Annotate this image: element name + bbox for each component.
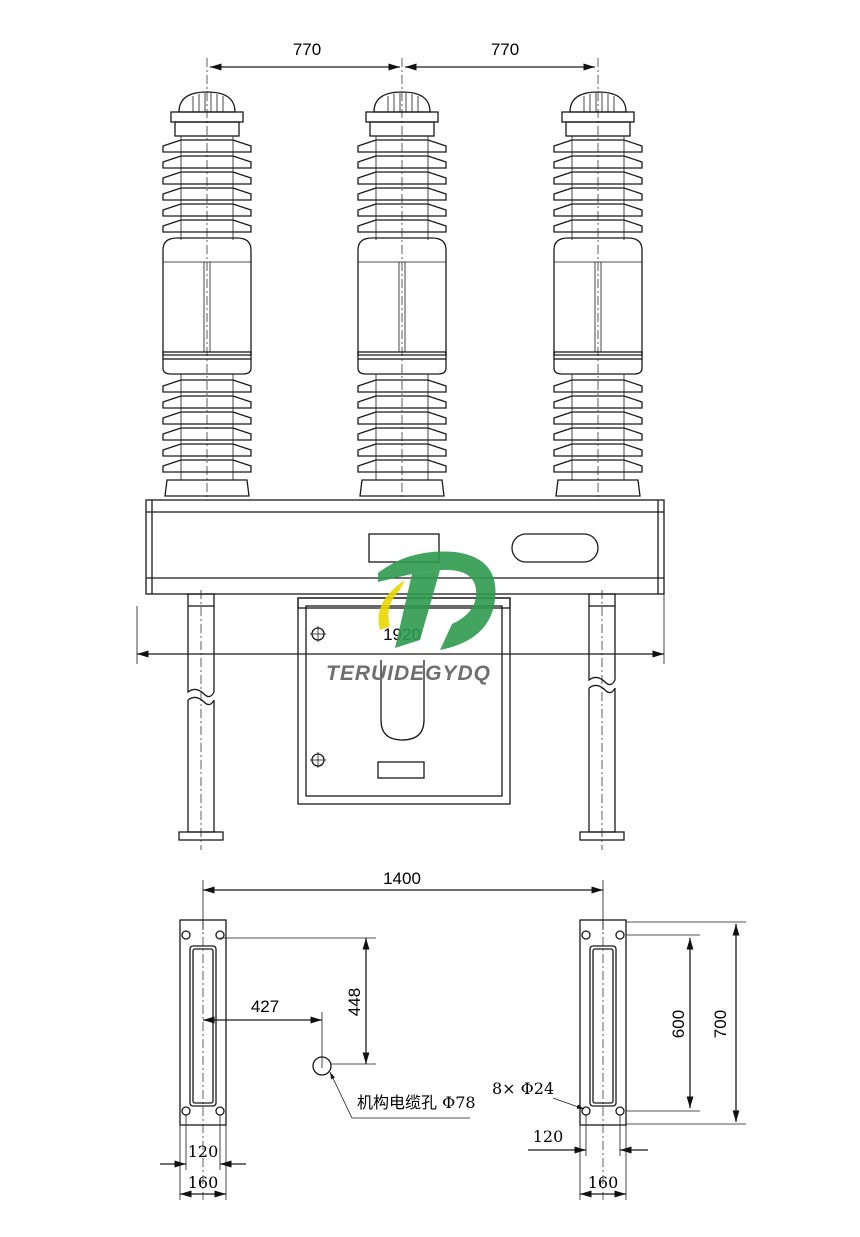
mechanism-box	[297, 597, 511, 805]
watermark-text: TERUIDEGYDQ	[326, 662, 491, 685]
dim-pole-spacing-left: 770	[293, 40, 321, 59]
mounting-hole-text: 8× Φ24	[492, 1079, 554, 1098]
left-foot-width-dimensions: 120 160	[160, 1115, 246, 1200]
dim-pole-spacing-right: 770	[491, 40, 519, 59]
cable-hole-x-dimension: 427	[203, 997, 323, 1068]
mounting-hole-note: 8× Φ24	[492, 1079, 585, 1110]
pole-left	[162, 57, 252, 501]
pole-right	[553, 57, 643, 501]
foot-plate-right	[579, 919, 627, 1200]
dim-foot-outer-right: 160	[588, 1173, 619, 1192]
dim-base-spacing: 1400	[383, 869, 421, 888]
hole-span-dimensions: 600 700	[626, 921, 746, 1125]
top-dimension: 770 770	[210, 40, 595, 71]
right-foot-width-dimensions: 120 160	[528, 1115, 648, 1200]
watermark-logo: TERUIDEGYDQ	[326, 551, 496, 685]
cable-hole-note: 机构电缆孔 Φ78	[357, 1093, 476, 1112]
dim-cable-hole-x: 427	[251, 997, 279, 1016]
cable-hole-y-dimension: 448	[220, 937, 376, 1065]
dim-foot-inner-right: 120	[533, 1127, 564, 1146]
cable-hole: 机构电缆孔 Φ78	[312, 1056, 476, 1119]
leg-left	[178, 590, 224, 850]
dim-hole-span-outer: 700	[711, 1010, 730, 1038]
dim-foot-outer-left: 160	[188, 1173, 219, 1192]
main-frame	[145, 499, 665, 595]
leg-right	[579, 590, 625, 850]
dim-hole-span-inner: 600	[669, 1010, 688, 1038]
base-spacing-dimension: 1400	[202, 869, 604, 930]
dim-foot-inner-left: 120	[188, 1142, 219, 1161]
pole-middle	[357, 57, 447, 501]
indicator-window	[511, 533, 599, 563]
dim-cable-hole-y: 448	[345, 988, 364, 1016]
foot-plate-left	[179, 919, 227, 1200]
